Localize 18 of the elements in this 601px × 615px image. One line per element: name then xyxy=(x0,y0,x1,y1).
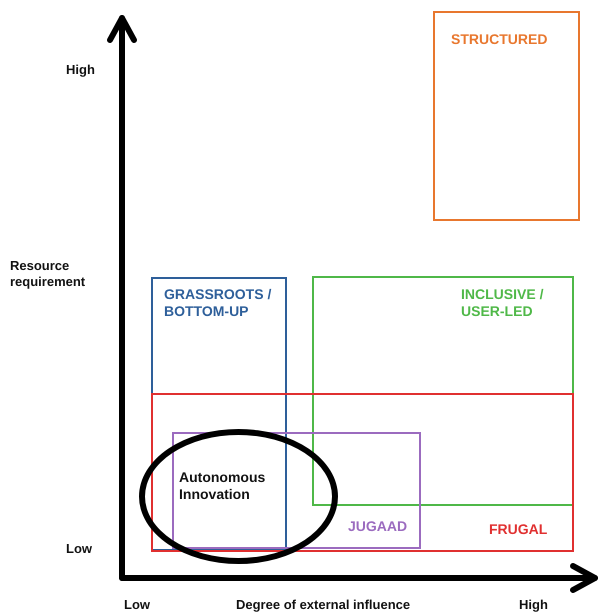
category-box xyxy=(151,393,574,552)
axis-label: Low xyxy=(124,597,150,613)
category-box xyxy=(151,277,287,551)
axis-label: Degree of external influence xyxy=(236,597,410,613)
category-box xyxy=(312,276,574,506)
category-label: STRUCTURED xyxy=(451,31,548,48)
category-label: Autonomous Innovation xyxy=(179,469,266,503)
category-label: INCLUSIVE / USER-LED xyxy=(461,286,544,320)
ellipse-outline xyxy=(139,429,338,564)
category-label: JUGAAD xyxy=(348,518,408,535)
axis-label: High xyxy=(66,62,95,78)
category-label: FRUGAL xyxy=(489,521,548,538)
category-box xyxy=(433,11,580,221)
category-box xyxy=(172,432,421,549)
category-label: GRASSROOTS / BOTTOM-UP xyxy=(164,286,272,320)
axis-label: Low xyxy=(66,541,92,557)
axis-label: High xyxy=(519,597,548,613)
axis-label: Resource requirement xyxy=(10,258,86,290)
